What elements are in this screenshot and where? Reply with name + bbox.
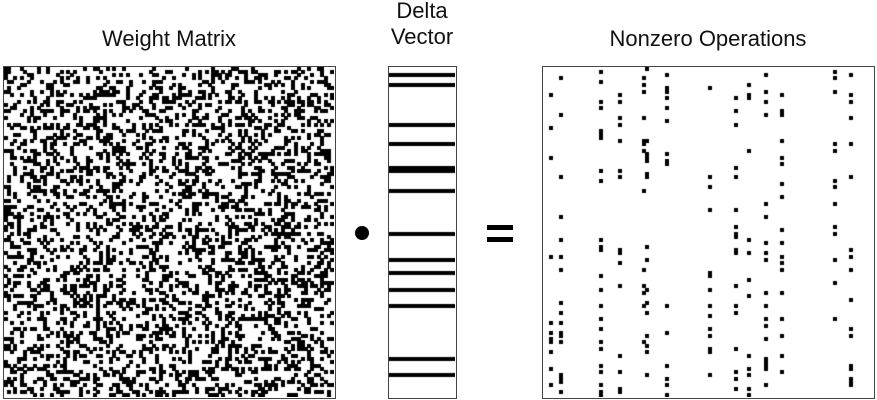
dot-product-icon [355, 226, 369, 240]
weight-matrix-panel [3, 66, 336, 399]
delta-vector-panel [388, 66, 457, 399]
nonzero-operations-grid [543, 67, 873, 397]
delta-vector-title: Delta Vector [372, 0, 472, 50]
nonzero-operations-title: Nonzero Operations [609, 26, 807, 51]
delta-vector-bars [389, 67, 455, 397]
delta-vector-title-line1: Delta [396, 0, 448, 23]
delta-vector-title-line2: Vector [390, 24, 454, 49]
weight-matrix-grid [4, 67, 334, 397]
nonzero-operations-panel [542, 66, 875, 399]
weight-matrix-title: Weight Matrix [101, 26, 237, 51]
equals-icon [487, 225, 513, 249]
